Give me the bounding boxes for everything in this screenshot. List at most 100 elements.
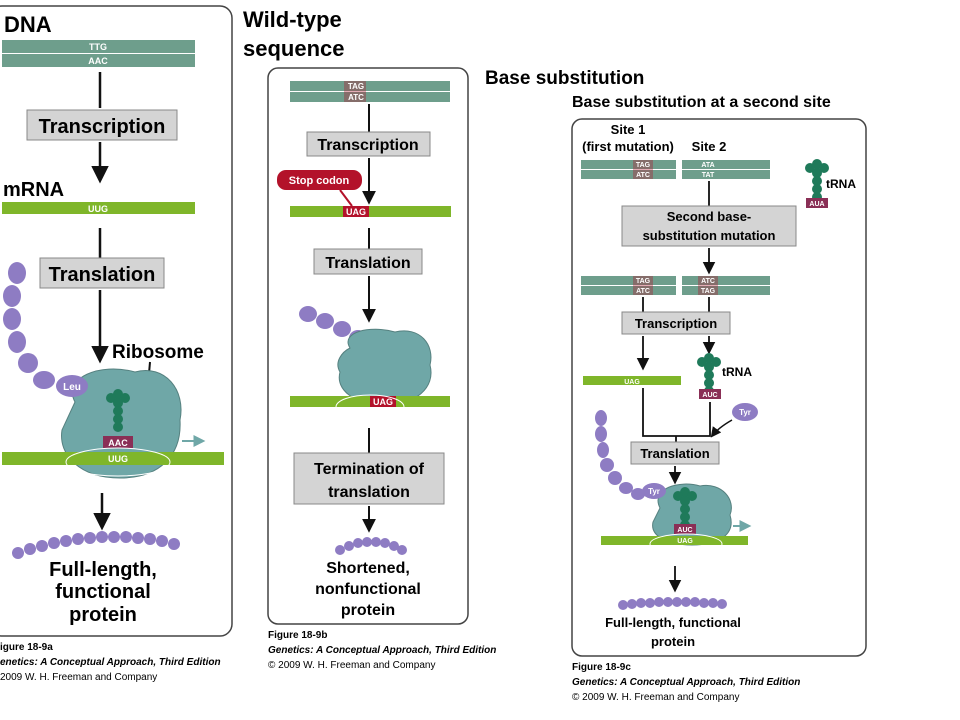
leu-label: Leu [63,382,81,393]
transcription-label: Transcription [39,116,166,138]
mrna-sequence: UAG [624,379,640,386]
translation-label: Translation [325,255,410,272]
heading-base-substitution: Base substitution [485,68,644,89]
trna-anticodon-box-suppressor [699,389,721,399]
site2-label: Site 2 [692,139,727,154]
second-mutation-line-2: substitution mutation [643,228,776,243]
ribosome-subunit-outline [649,533,723,555]
translation-label: Translation [640,446,709,461]
stop-codon-pointer [339,189,353,207]
mrna-strand [583,376,681,385]
dna3-bottom-strand [581,286,676,295]
transcription-label: Transcription [317,137,418,154]
transcription-label: Transcription [635,316,717,331]
anticodon-box [103,436,133,448]
panel-b: Wild-type sequence TAG ATC Transcription… [243,7,496,671]
shortened-protein-chain [335,537,407,555]
termination-line-2: translation [328,484,410,501]
full-length-protein-chain [618,597,727,610]
translation-label: Translation [49,264,156,286]
result-line-2: nonfunctional [315,581,421,598]
dna4-top-sequence: ATC [701,278,715,285]
dna-top-strand [290,81,450,91]
dna-site2-bottom-strand [682,170,770,179]
caption-copyright: 2009 W. H. Freeman and Company [0,672,157,683]
mutation-highlight [344,81,366,102]
leu-amino-acid [56,375,88,397]
translation-box [630,441,720,465]
site2-mutation-highlight [698,276,718,295]
tyr-amino-acid-incorporated [642,483,666,499]
dna-top-strand [2,40,195,53]
second-mutation-box [621,205,797,247]
trna-label-suppressor: tRNA [722,365,752,379]
result-line-2: protein [651,634,695,649]
caption-figure: igure 18-9a [0,642,53,653]
stop-codon-label: Stop codon [289,175,350,187]
dna4-top-strand [682,276,770,285]
trna-anticodon-label-suppressor: AUC [702,392,717,399]
dna-top-sequence: TAG [348,82,364,91]
panel-c-frame [571,118,867,657]
dna-bottom-sequence: AAC [88,56,108,66]
second-mutation-line-1: Second base- [667,209,752,224]
dna3-top-sequence: TAG [636,278,651,285]
result-line-3: protein [69,604,137,626]
caption-figure: Figure 18-9c [572,662,631,673]
mrna-strand-ribosome [2,452,224,465]
panel-a: DNA TTG AAC Transcription mRNA UUG Trans… [0,5,233,683]
anticodon-box [674,524,696,534]
caption-book: Genetics: A Conceptual Approach, Third E… [572,677,800,688]
ribosome-label: Ribosome [112,342,204,363]
ribosome-subunit-outline [65,447,171,477]
mrna-sequence: UUG [88,204,108,214]
transcription-box [26,109,178,141]
transcription-box [621,311,731,335]
dna-bottom-sequence: ATC [348,93,364,102]
result-line-3: protein [341,602,395,619]
termination-box [293,452,445,505]
dna-bottom-strand [290,92,450,102]
dna-site1-bottom-strand [581,170,676,179]
heading-line-1: Wild-type [243,7,342,32]
dna4-bottom-sequence: TAG [701,288,716,295]
result-line-1: Full-length, functional [605,615,741,630]
mrna-sequence: UAG [346,207,366,217]
mrna-label: mRNA [3,179,64,201]
panel-a-frame [0,5,233,637]
dna-site1-top-strand [581,160,676,169]
site1-line-2: (first mutation) [582,139,674,154]
trna-anticodon-box [806,198,828,208]
mrna-strand [290,206,451,217]
site1-mutation-highlight-2 [633,276,653,295]
dna-site2-top-strand [682,160,770,169]
site1-mutation-highlight [633,160,653,179]
tyr-amino-acid [732,403,758,421]
result-line-2: functional [55,581,151,603]
tyr-label: Tyr [739,408,751,417]
ribosome-subunit-outline [335,394,405,420]
tyr-label-incorporated: Tyr [648,487,660,496]
termination-line-1: Termination of [314,461,425,478]
dna-site1-bottom-sequence: ATC [636,172,650,179]
dna3-top-strand [581,276,676,285]
caption-book: enetics: A Conceptual Approach, Third Ed… [0,657,221,668]
anticodon-label: AAC [108,438,128,448]
translation-box [39,257,165,289]
panel-c: Base substitution Base substitution at a… [485,68,867,703]
caption-copyright: © 2009 W. H. Freeman and Company [268,660,435,671]
transcription-box [306,131,431,157]
caption-copyright: © 2009 W. H. Freeman and Company [572,692,739,703]
polypeptide-chain [3,262,55,389]
dna-site1-top-sequence: TAG [636,162,651,169]
stop-codon-box [343,206,369,217]
trna-anticodon-label: AUA [809,201,824,208]
mrna-strand [2,202,195,214]
site1-line-1: Site 1 [611,122,646,137]
dna-bottom-strand [2,54,195,67]
dna4-bottom-strand [682,286,770,295]
dna-site2-top-sequence: ATA [701,162,714,169]
heading-second-site: Base substitution at a second site [572,94,831,111]
ribosome-shape [337,328,432,406]
